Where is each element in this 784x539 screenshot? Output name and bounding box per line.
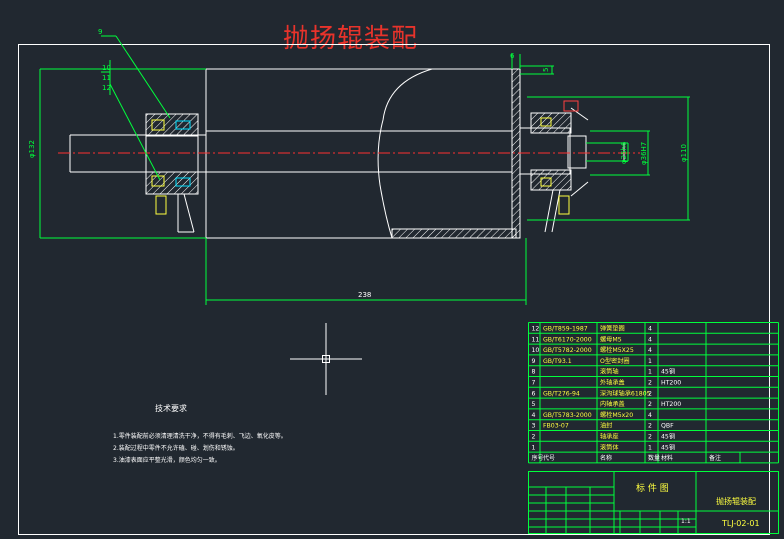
balloon-9: 9 — [98, 28, 102, 36]
balloon-12: 12 — [102, 84, 111, 92]
bom-cell-qty: 4 — [648, 336, 652, 343]
bom-header-cell: 材料 — [661, 454, 673, 462]
tech-req-2: 2.装配过程中零件不允许磕、碰、划伤和锈蚀。 — [113, 444, 239, 452]
balloon-10: 10 — [102, 64, 111, 72]
tech-req-1: 1.零件装配前必须清理清洗干净，不得有毛刺、飞边、氧化皮等。 — [113, 432, 287, 440]
bom-cell-code: GB/T5783-2000 — [543, 412, 592, 419]
dim-dia-left: φ132 — [28, 140, 36, 158]
bom-cell-material: QBF — [661, 423, 674, 430]
bom-cell-no: 2 — [532, 434, 536, 441]
bom-header-cell: 名称 — [600, 454, 612, 462]
bom-cell-material: 45钢 — [661, 443, 675, 451]
bom-cell-name: 螺栓M5X25 — [600, 346, 634, 354]
bom-header-cell: 备注 — [709, 454, 721, 462]
bom-cell-qty: 2 — [648, 434, 652, 441]
bolts — [151, 100, 579, 215]
bom-cell-no: 10 — [532, 347, 540, 354]
bom-cell-no: 1 — [532, 444, 536, 451]
bom-cell-code: GB/T859-1987 — [543, 326, 588, 333]
drawing-title: 抛扬辊装配 — [283, 24, 419, 54]
bom-cell-no: 5 — [532, 401, 536, 408]
bom-cell-qty: 2 — [648, 401, 652, 408]
part-name: 抛扬辊装配 — [716, 496, 756, 506]
bom-cell-qty: 2 — [648, 380, 652, 387]
dim-thickness: 6 — [510, 52, 515, 60]
bom-cell-no: 3 — [532, 423, 536, 430]
bom-cell-code: GB/T276-94 — [543, 390, 580, 397]
bom-cell-name: 油封 — [600, 422, 612, 430]
dim-length: 238 — [358, 291, 371, 299]
dimension-lines — [39, 35, 690, 305]
bom-cell-name: O型密封圈 — [600, 357, 630, 365]
dim-bearing: φ36H7 — [640, 142, 648, 165]
bom-header-cell: 代号 — [543, 454, 555, 462]
title-block — [528, 471, 779, 534]
balloon-11: 11 — [102, 74, 111, 82]
bom-cell-no: 11 — [532, 336, 540, 343]
bom-cell-qty: 1 — [648, 444, 652, 451]
bom-cell-qty: 1 — [648, 369, 652, 376]
bom-cell-qty: 2 — [648, 390, 652, 397]
dim-outer: φ110 — [680, 144, 688, 162]
bom-cell-material: HT200 — [661, 401, 681, 408]
bom-cell-material: 45钢 — [661, 368, 675, 376]
bom-cell-no: 4 — [532, 412, 536, 419]
dim-shaft: φ25h6 — [620, 141, 628, 164]
bom-cell-no: 6 — [532, 390, 536, 397]
bom-cell-code: FB03-07 — [543, 423, 569, 430]
bom-cell-name: 轴承座 — [600, 433, 619, 441]
tech-requirements: 技术要求 1.零件装配前必须清理清洗干净，不得有毛刺、飞边、氧化皮等。 2.装配… — [113, 403, 287, 464]
bom-cell-name: 弹簧垫圈 — [600, 325, 625, 333]
drawing-number: TLJ-02-01 — [721, 519, 760, 528]
bom-cell-name: 内轴承盖 — [600, 400, 625, 408]
title-block-label: 标 件 图 — [636, 482, 669, 494]
tech-req-3: 3.油漆表面应平整光滑，颜色均匀一致。 — [113, 456, 221, 464]
bom-cell-material: 45钢 — [661, 433, 675, 441]
bom-cell-qty: 4 — [648, 347, 652, 354]
bom-cell-no: 7 — [532, 380, 536, 387]
bom-cell-material: HT200 — [661, 380, 681, 387]
scale: 1:1 — [681, 518, 691, 525]
bom-cell-name: 螺母M5 — [600, 335, 622, 343]
bom-cell-code: GB/T93.1 — [543, 358, 572, 365]
dim-small: 5 — [542, 68, 550, 72]
bom-cell-qty: 2 — [648, 423, 652, 430]
bom-cell-name: 深沟球轴承61805 — [600, 389, 651, 397]
bom-cell-no: 12 — [532, 326, 540, 333]
cad-crosshair[interactable] — [290, 323, 362, 395]
bom-header-cell: 数量 — [648, 454, 660, 462]
tech-req-title: 技术要求 — [155, 403, 187, 413]
bom-cell-no: 8 — [532, 369, 536, 376]
bom-cell-qty: 4 — [648, 326, 652, 333]
bom-cell-qty: 4 — [648, 412, 652, 419]
bom-cell-code: GB/T5782-2000 — [543, 347, 592, 354]
bom-cell-code: GB/T6170-2000 — [543, 336, 592, 343]
bom-cell-name: 螺栓M5x20 — [600, 411, 633, 419]
bom-cell-no: 9 — [532, 358, 536, 365]
bom-cell-name: 滚筒体 — [600, 443, 619, 451]
bom-cell-qty: 1 — [648, 358, 652, 365]
drawing-frame — [18, 44, 770, 535]
bom-header-cell: 序号 — [532, 454, 544, 462]
bom-cell-name: 滚筒轴 — [600, 368, 619, 376]
bom-cell-name: 外轴承盖 — [600, 379, 625, 387]
